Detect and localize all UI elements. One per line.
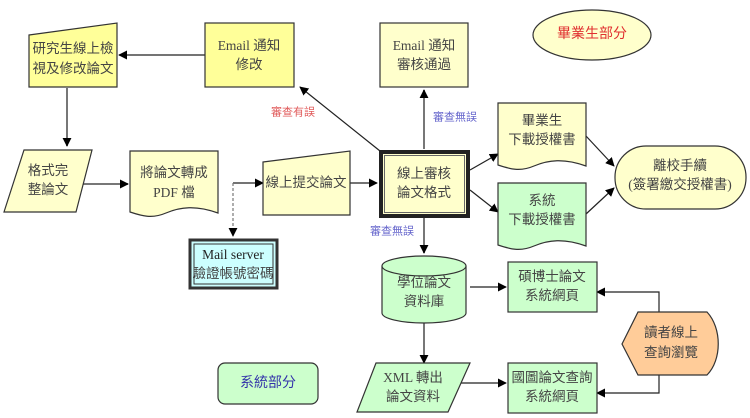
node-student-review-line2: 視及修改論文 — [33, 61, 114, 76]
node-convert-pdf[interactable]: 將論文轉成 PDF 檔 — [129, 150, 219, 217]
node-format-complete[interactable]: 格式完 整論文 — [3, 149, 93, 213]
node-email-modify[interactable]: Email 通知 修改 — [204, 22, 295, 88]
legend-system-part-label: 系統部分 — [240, 375, 296, 391]
node-format-complete-line1: 格式完 — [28, 163, 69, 178]
edge-system-download-to-leave-school — [585, 187, 615, 215]
edge-label-review-ok-down: 審查無誤 — [370, 224, 414, 238]
node-student-review-line1: 研究生線上檢 — [33, 40, 114, 56]
node-email-approved-line1: Email 通知 — [393, 37, 456, 53]
node-mail-server[interactable]: Mail server 驗證帳號密碼 — [188, 238, 279, 290]
node-mail-server-line2: 驗證帳號密碼 — [193, 265, 274, 281]
node-ncl-web-line2: 系統網頁 — [525, 389, 579, 404]
node-system-download-line1: 系統 — [529, 193, 556, 208]
node-system-download[interactable]: 系統 下載授權書 — [497, 182, 587, 250]
node-graduate-download[interactable]: 畢業生 下載授權書 — [497, 102, 587, 170]
node-thesis-db-line2: 資料庫 — [404, 294, 445, 309]
node-email-approved-line2: 審核通過 — [397, 57, 451, 72]
legend-graduate-part: 畢業生部分 — [532, 9, 652, 61]
edge-reader-to-thesis-web — [596, 287, 660, 313]
node-submit-online[interactable]: 線上提交論文 — [262, 150, 351, 216]
edge-review-to-system-download — [469, 189, 499, 213]
node-thesis-db[interactable]: 學位論文 資料庫 — [381, 255, 467, 324]
legend-system-part: 系統部分 — [217, 362, 319, 405]
edge-reader-to-ncl-web — [596, 375, 660, 398]
edge-label-review-ok-up: 審查無誤 — [433, 110, 477, 124]
node-student-review[interactable]: 研究生線上檢 視及修改論文 — [28, 22, 118, 88]
node-thesis-web[interactable]: 碩博士論文 系統網頁 — [507, 261, 598, 313]
node-email-approved[interactable]: Email 通知 審核通過 — [379, 22, 469, 88]
edge-review-to-graduate-download — [469, 153, 499, 171]
node-format-complete-line2: 整論文 — [28, 182, 69, 197]
node-xml-export-line1: XML 轉出 — [383, 370, 443, 385]
node-thesis-web-line1: 碩博士論文 — [518, 268, 586, 284]
node-leave-school[interactable]: 離校手續 (簽署繳交授權書) — [614, 145, 747, 210]
node-review-format-line1: 線上審核 — [397, 166, 451, 181]
node-reader-query-line1: 讀者線上 — [644, 325, 698, 340]
node-submit-online-line1: 線上提交論文 — [266, 174, 347, 190]
node-convert-pdf-line2: PDF 檔 — [153, 185, 195, 200]
node-email-modify-line2: 修改 — [236, 57, 263, 72]
node-leave-school-line2: (簽署繳交授權書) — [628, 176, 732, 192]
node-system-download-line2: 下載授權書 — [508, 212, 576, 227]
node-xml-export[interactable]: XML 轉出 論文資料 — [356, 362, 471, 413]
edge-label-review-error: 審查有誤 — [271, 105, 315, 119]
node-thesis-db-line1: 學位論文 — [397, 275, 451, 290]
node-email-modify-line1: Email 通知 — [218, 37, 281, 53]
node-reader-query[interactable]: 讀者線上 查詢瀏覽 — [621, 311, 719, 376]
node-xml-export-line2: 論文資料 — [386, 389, 440, 404]
node-review-format-line2: 論文格式 — [397, 185, 451, 200]
edges — [62, 50, 660, 398]
node-leave-school-line1: 離校手續 — [653, 157, 707, 173]
node-ncl-web[interactable]: 國圖論文查詢 系統網頁 — [507, 362, 598, 414]
edge-graduate-download-to-leave-school — [585, 135, 615, 167]
node-mail-server-line1: Mail server — [202, 247, 264, 262]
node-graduate-download-line1: 畢業生 — [522, 113, 563, 128]
node-convert-pdf-line1: 將論文轉成 — [140, 165, 208, 180]
legend-graduate-part-label: 畢業生部分 — [557, 26, 627, 42]
node-ncl-web-line1: 國圖論文查詢 — [512, 370, 593, 385]
node-graduate-download-line2: 下載授權書 — [508, 132, 576, 147]
node-review-format[interactable]: 線上審核 論文格式 — [379, 150, 470, 218]
node-reader-query-line2: 查詢瀏覽 — [644, 345, 698, 360]
edge-review-to-email-modify — [299, 86, 381, 152]
node-thesis-web-line2: 系統網頁 — [525, 288, 579, 303]
